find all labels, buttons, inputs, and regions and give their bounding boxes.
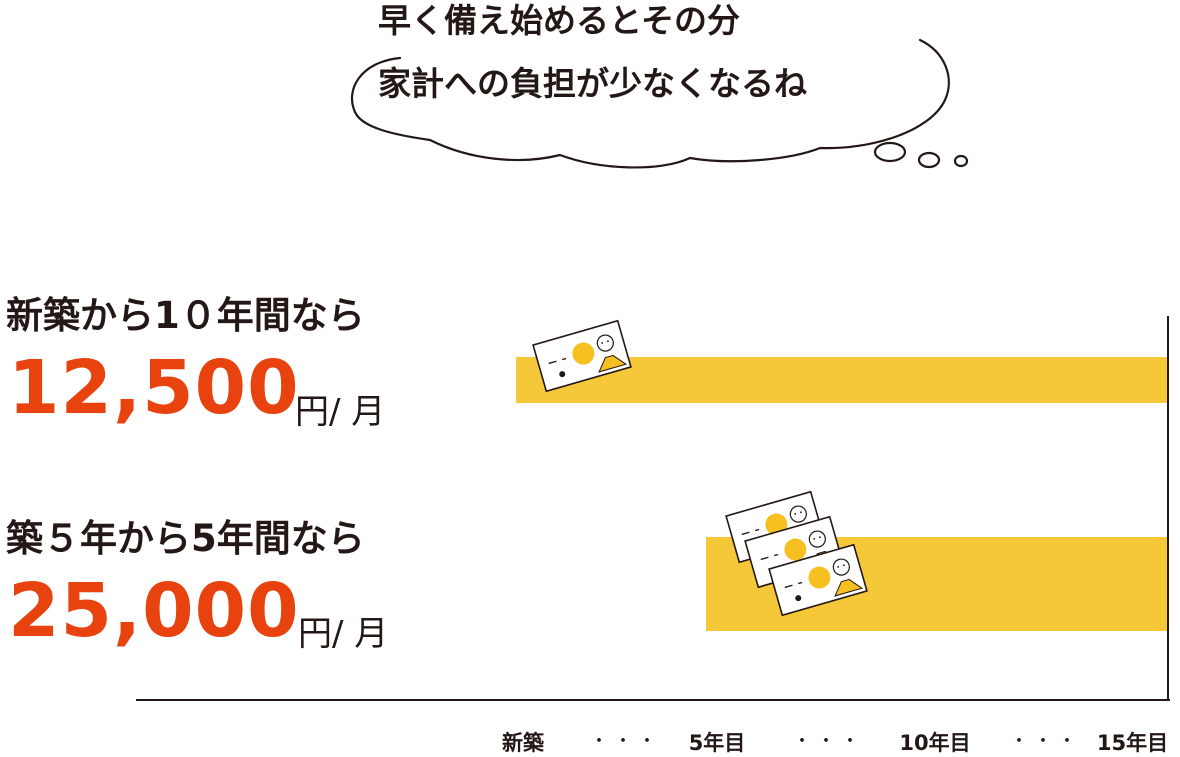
axis-separator: ・・・ <box>590 731 662 752</box>
thought-bubble-icon <box>350 38 969 169</box>
bubble-line-1: 早く備え始めるとその分 <box>378 1 741 40</box>
banknote-icon <box>532 319 632 393</box>
banknote-icon <box>768 543 868 617</box>
plan-1-unit: 円/ 月 <box>295 392 386 432</box>
axis-tick-15: 15年目 <box>1096 731 1169 755</box>
axis-tick-new: 新築 <box>502 731 544 755</box>
plan-1-amount: 12,500 <box>8 345 300 431</box>
axis-separator: ・・・ <box>1010 731 1082 752</box>
plan-2-label: 築５年から5年間なら <box>6 517 365 560</box>
bubble-line-2: 家計への負担が少なくなるね <box>378 64 807 103</box>
plan-2-unit: 円/ 月 <box>298 614 389 654</box>
axis-tick-5: 5年目 <box>688 731 746 755</box>
axis-tick-10: 10年目 <box>899 731 971 755</box>
plan-2-amount: 25,000 <box>8 568 300 654</box>
axis-separator: ・・・ <box>793 731 865 752</box>
plan-1-label: 新築から1０年間なら <box>6 294 365 337</box>
